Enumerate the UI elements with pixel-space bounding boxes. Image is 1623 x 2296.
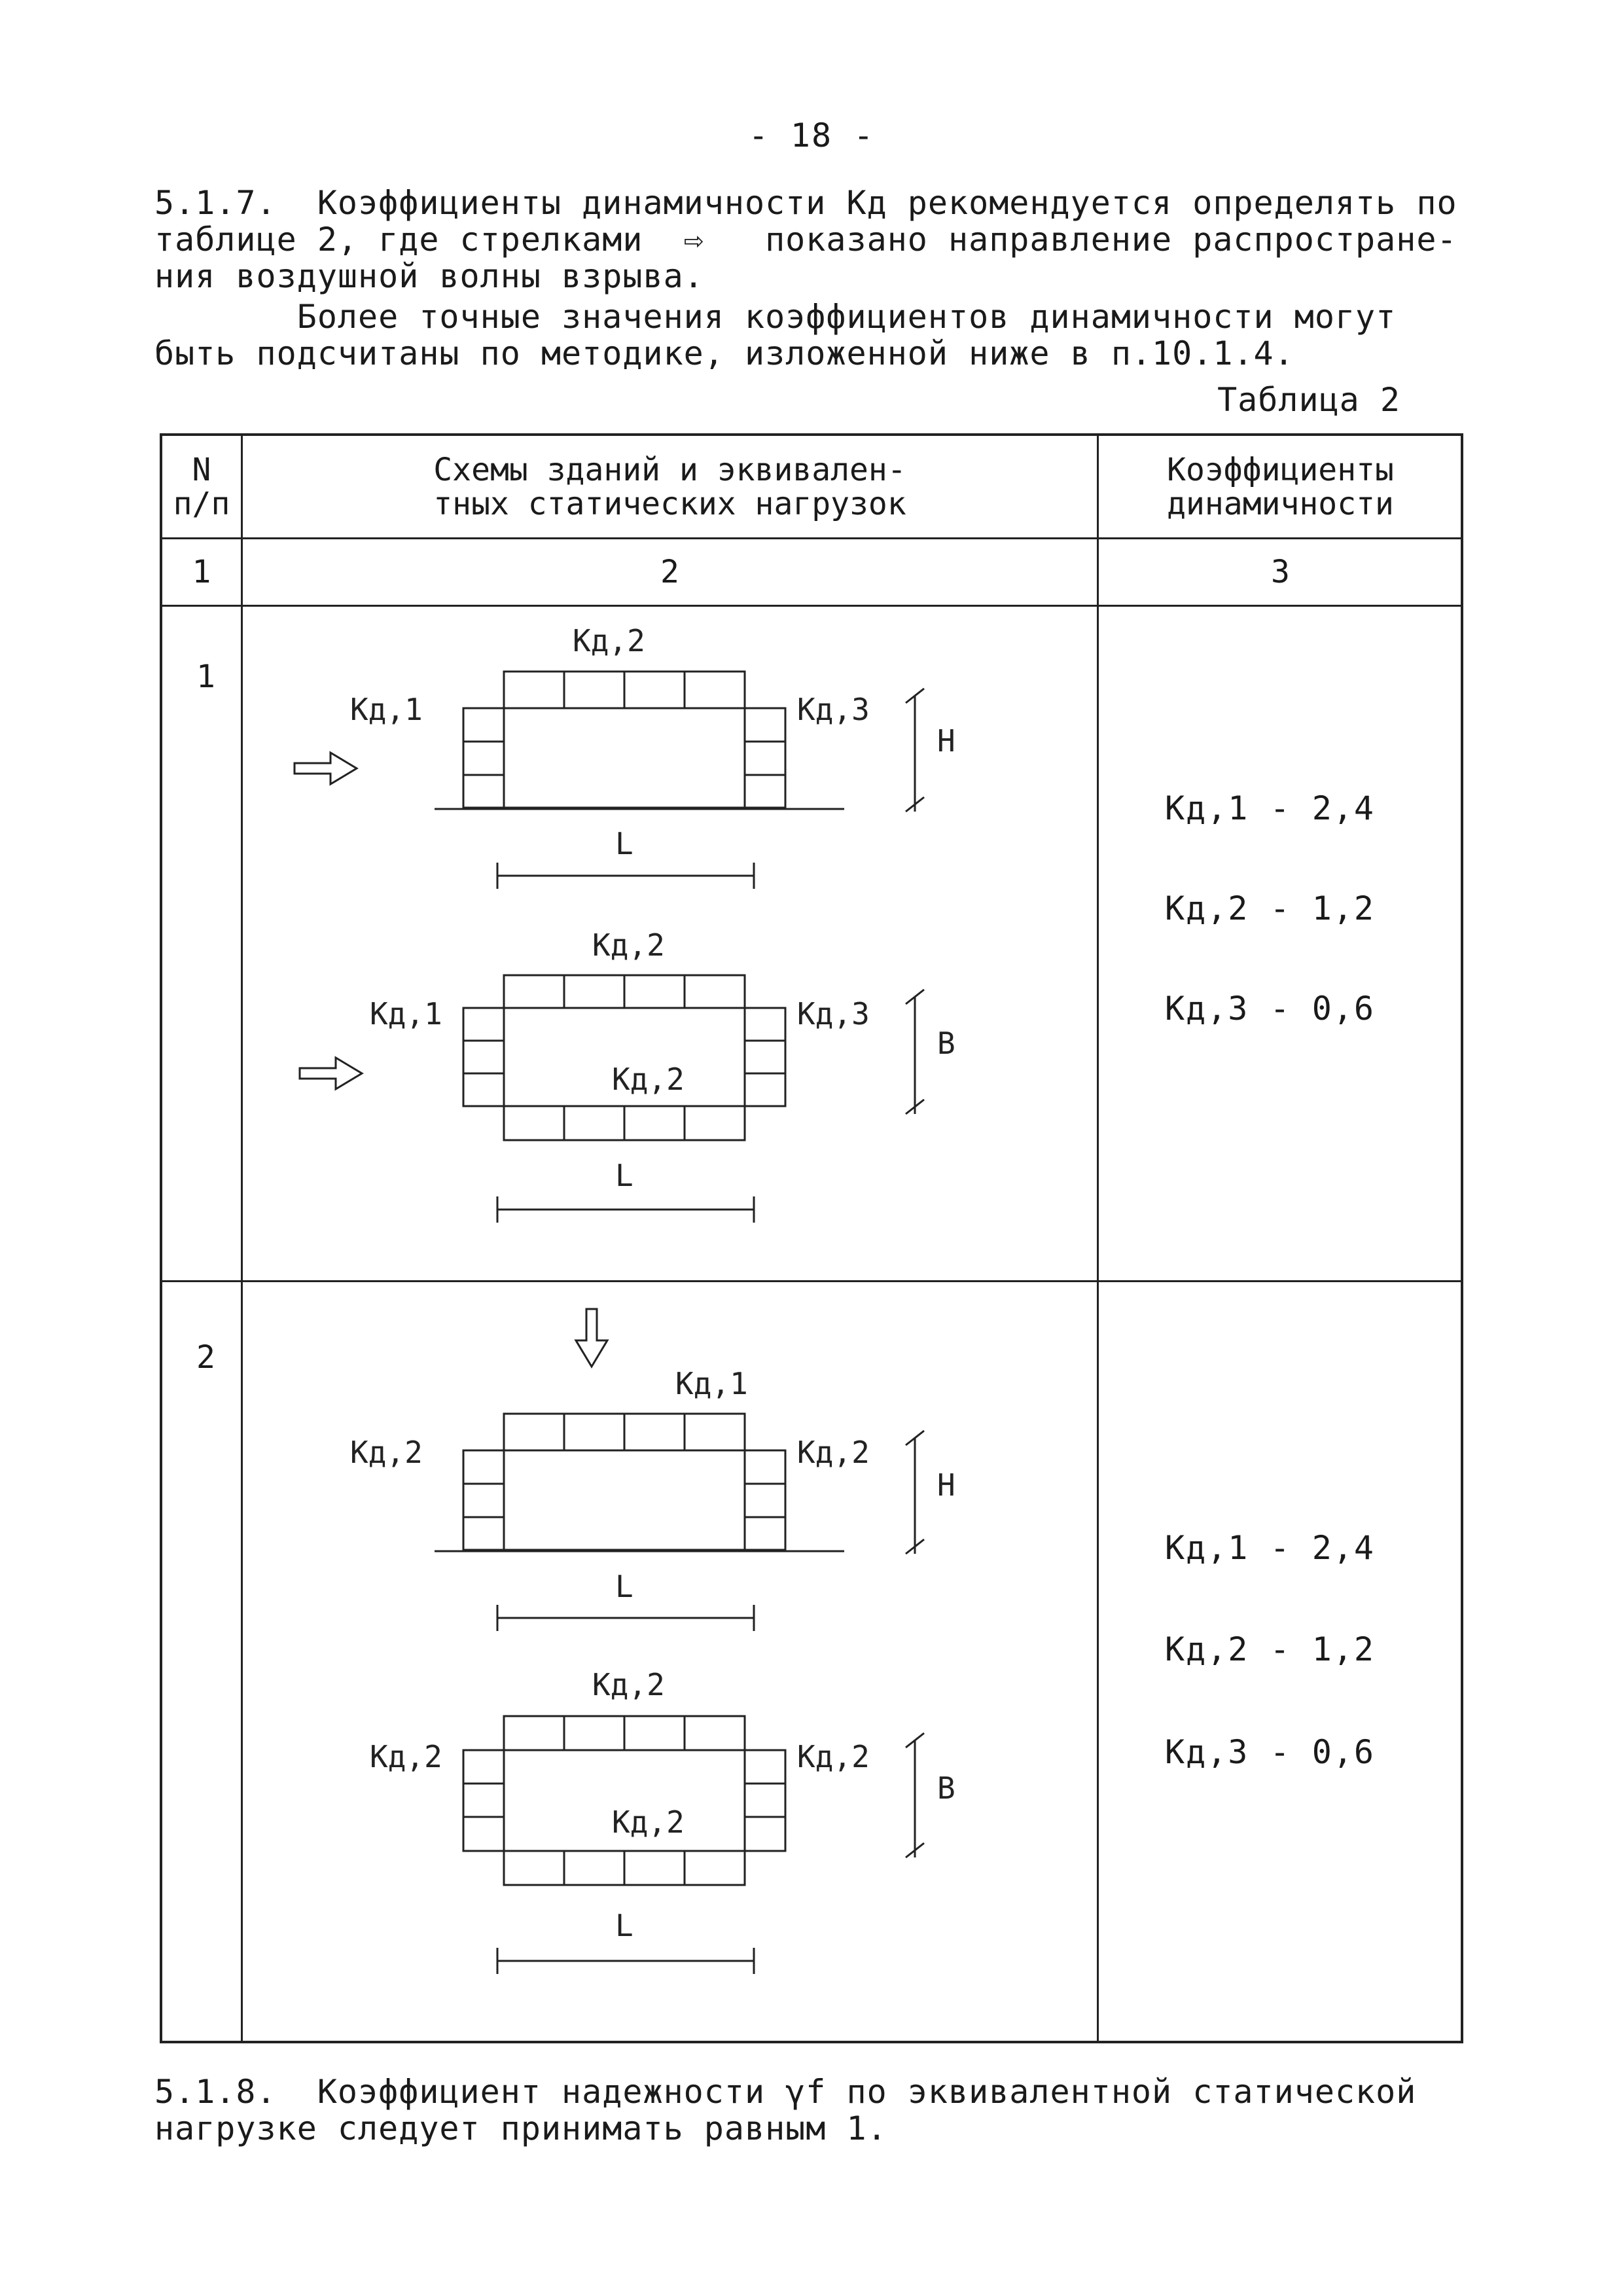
column-number: 3 [1271, 554, 1290, 590]
coefficient-value: Кд,1 - 2,4 [1165, 789, 1376, 827]
dimension-label: L [615, 826, 633, 861]
dimension-label: H [937, 723, 955, 759]
column-number: 2 [660, 554, 679, 590]
load-label: Кд,2 [592, 927, 665, 963]
table-divider [162, 605, 1461, 607]
page-number: - 18 - [748, 117, 875, 154]
coefficient-value: Кд,3 - 0,6 [1165, 1733, 1376, 1771]
dimension-label: B [937, 1770, 955, 1806]
building-outline [462, 707, 787, 809]
header-schemes: Схемы зданий и эквивален- тных статическ… [243, 436, 1097, 537]
load-label: Кд,2 [797, 1739, 870, 1774]
load-label: Кд,3 [797, 692, 870, 727]
paragraph-5-1-7: 5.1.7. Коэффициенты динамичности Кд реко… [154, 184, 1457, 295]
blast-direction-arrow-icon [298, 1056, 364, 1091]
coefficient-value: Кд,2 - 1,2 [1165, 1630, 1376, 1668]
scheme-elevation-row1: Кд,2 Кд,1 Кд,3 H L [293, 623, 955, 889]
load-label: Кд,1 [350, 692, 423, 727]
dimension-label: L [615, 1908, 633, 1943]
column-number: 1 [192, 554, 211, 590]
paragraph-5-1-7-continued: Более точные значения коэффициентов дина… [154, 298, 1397, 372]
scheme-plan-row1: Кд,2 Кд,1 Кд,3 Кд,2 B L [298, 927, 955, 1223]
coefficients-table: N п/п Схемы зданий и эквивален- тных ста… [160, 433, 1463, 2043]
table-title: Таблица 2 [1217, 381, 1400, 419]
row-number: 2 [196, 1339, 215, 1376]
scheme-elevation-row2: Кд,1 Кд,2 Кд,2 H L [350, 1308, 955, 1631]
dimension-label: B [937, 1026, 955, 1061]
scheme-plan-row2: Кд,2 Кд,2 Кд,2 Кд,2 B L [370, 1667, 955, 1974]
header-coefficients: Коэффициенты динамичности [1099, 436, 1462, 537]
dimension-label: L [615, 1569, 633, 1604]
load-label: Кд,3 [797, 996, 870, 1031]
load-label: Кд,2 [370, 1739, 442, 1774]
load-label: Кд,2 [350, 1435, 423, 1470]
dimension-label: H [937, 1467, 955, 1503]
blast-direction-down-arrow-icon [574, 1308, 609, 1369]
load-label: Кд,2 [797, 1435, 870, 1470]
header-text: Схемы зданий и эквивален- [433, 451, 906, 488]
row-number: 1 [196, 658, 215, 695]
load-label: Кд,1 [675, 1366, 748, 1401]
table-divider [162, 537, 1461, 539]
load-label: Кд,2 [573, 623, 645, 658]
header-text: динамичности [1167, 485, 1394, 522]
paragraph-5-1-8: 5.1.8. Коэффициент надежности γf по экви… [154, 2073, 1417, 2147]
coefficient-value: Кд,2 - 1,2 [1165, 889, 1376, 927]
load-label: Кд,2 [592, 1667, 665, 1702]
coefficient-value: Кд,3 - 0,6 [1165, 990, 1376, 1028]
table-divider [162, 1280, 1461, 1282]
header-text: тных статических нагрузок [433, 485, 906, 522]
table-divider [1097, 436, 1099, 2041]
blast-direction-arrow-icon [293, 751, 359, 786]
table-divider [241, 436, 243, 2041]
header-text: N [192, 451, 211, 488]
coefficient-value: Кд,1 - 2,4 [1165, 1529, 1376, 1567]
header-row-number: N п/п [162, 436, 241, 537]
dimension-label: L [615, 1158, 633, 1193]
load-label: Кд,2 [612, 1804, 685, 1840]
load-label: Кд,1 [370, 996, 442, 1031]
header-text: Коэффициенты [1167, 451, 1394, 488]
load-label: Кд,2 [612, 1062, 685, 1097]
header-text: п/п [173, 485, 230, 522]
